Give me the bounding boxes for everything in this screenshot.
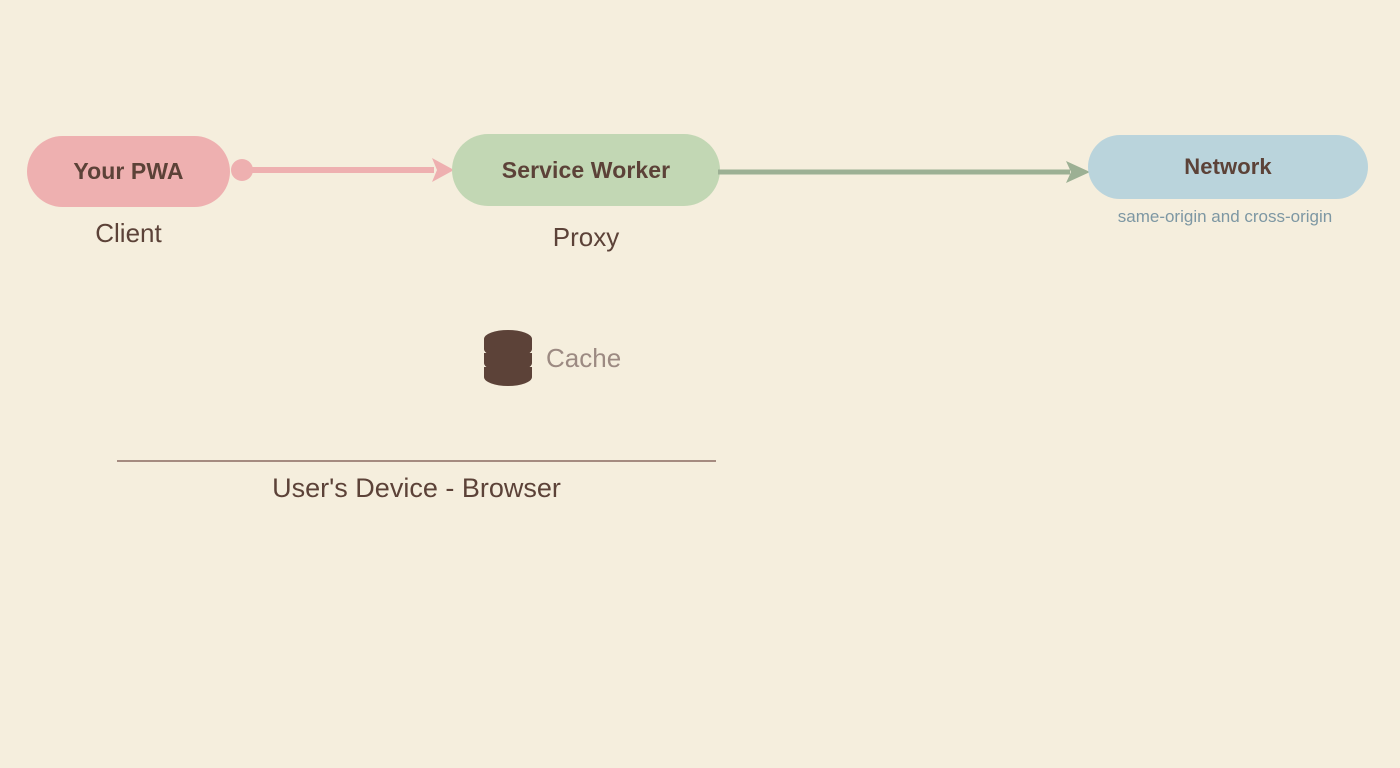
node-your-pwa-caption: Client — [95, 218, 162, 248]
arrow-head-icon — [432, 158, 454, 182]
database-icon — [484, 330, 532, 386]
node-your-pwa[interactable]: Your PWA — [27, 136, 230, 207]
node-your-pwa-label: Your PWA — [73, 158, 184, 184]
cache-label: Cache — [546, 342, 622, 373]
connector-service-worker-to-network — [718, 161, 1090, 183]
connector-pwa-to-service-worker — [231, 158, 454, 182]
cache-storage-group[interactable]: Cache — [484, 330, 621, 386]
device-boundary-line — [117, 460, 716, 462]
device-boundary-label: User's Device - Browser — [272, 473, 561, 503]
node-network-caption: same-origin and cross-origin — [1117, 207, 1333, 226]
node-service-worker-label: Service Worker — [501, 156, 671, 183]
node-service-worker-caption: Proxy — [552, 222, 620, 252]
node-network-label: Network — [1184, 154, 1272, 179]
arrow-head-icon — [1066, 161, 1090, 183]
node-service-worker[interactable]: Service Worker — [452, 134, 720, 206]
node-network[interactable]: Network — [1088, 135, 1368, 199]
